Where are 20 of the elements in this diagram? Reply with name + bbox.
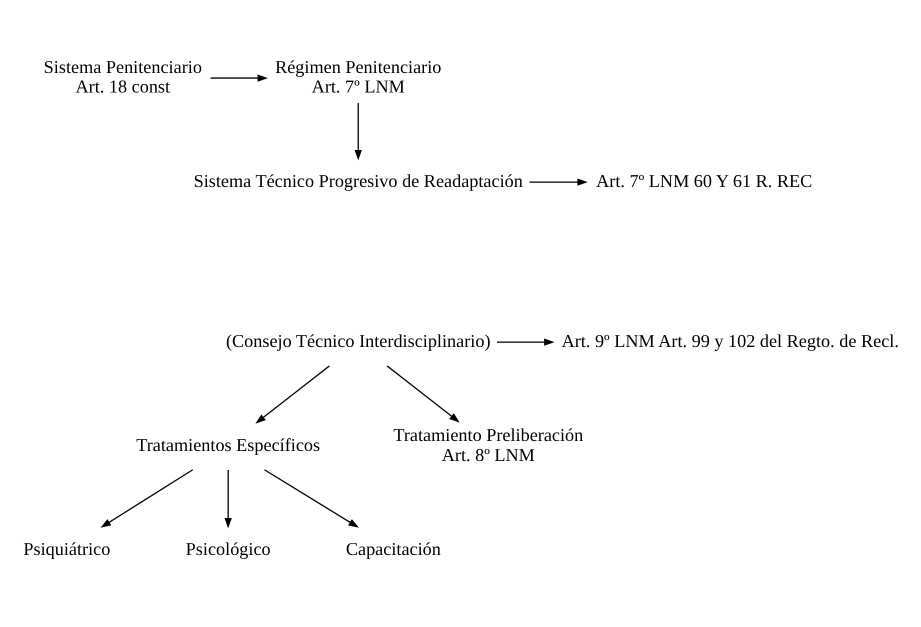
arrow xyxy=(354,102,362,160)
arrow xyxy=(496,338,554,346)
node-text: (Consejo Técnico Interdisciplinario) xyxy=(225,330,490,351)
node-text: Art. 9º LNM Art. 99 y 102 del Regto. de Recl. xyxy=(561,330,898,351)
arrow xyxy=(100,469,193,528)
arrow xyxy=(254,365,330,424)
arrow xyxy=(529,178,588,186)
node-text: Capacitación xyxy=(345,539,440,560)
node-text: Régimen Penitenciario Art. 7º LNM xyxy=(274,57,441,97)
arrow xyxy=(210,74,268,82)
node-text: Sistema Penitenciario Art. 18 const xyxy=(43,57,202,97)
arrow xyxy=(386,365,460,423)
node-text: Art. 7º LNM 60 Y 61 R. REC xyxy=(596,170,812,191)
node-text: Psiquiátrico xyxy=(22,539,110,560)
node-text: Psicológico xyxy=(185,539,270,560)
node-text: Sistema Técnico Progresivo de Readaptación xyxy=(193,170,522,191)
arrow xyxy=(224,470,232,528)
node-text: Tratamiento Preliberación Art. 8º LNM xyxy=(392,425,583,465)
node-text: Tratamientos Específicos xyxy=(136,434,320,455)
arrow xyxy=(264,469,358,528)
